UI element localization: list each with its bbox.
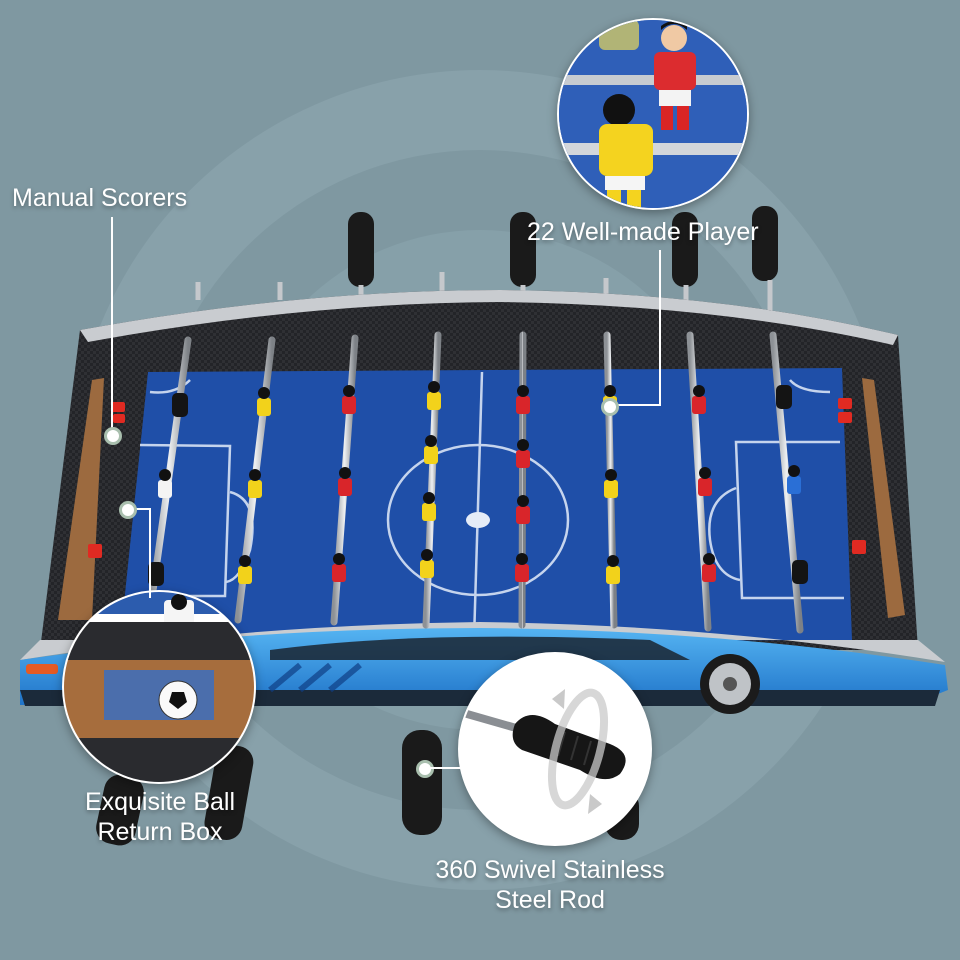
callout-manual-scorers-label: Manual Scorers — [12, 184, 188, 212]
playfield — [120, 368, 852, 642]
callout-ball-return-line1: Exquisite Ball — [84, 788, 236, 816]
callout-ball-return-line2: Return Box — [97, 818, 223, 846]
detail-ball-return-closeup — [62, 590, 256, 784]
callout-ball-return-line-vertical — [149, 508, 151, 598]
callout-swivel-rod-line1: 360 Swivel Stainless — [435, 856, 665, 884]
callout-swivel-rod-line — [430, 767, 460, 769]
bottom-handles — [96, 730, 639, 846]
callout-swivel-rod-label: 360 Swivel Stainless Steel Rod — [410, 855, 690, 915]
top-handles — [348, 206, 778, 287]
detail-players-closeup — [557, 18, 749, 210]
callout-swivel-rod-line2: Steel Rod — [495, 886, 605, 914]
callout-ball-return-label: Exquisite Ball Return Box — [70, 787, 250, 847]
callout-ball-return-dot — [119, 501, 137, 519]
detail-swivel-rod-closeup — [458, 652, 652, 846]
callout-players-line-horizontal — [612, 404, 661, 406]
callout-manual-scorers-line — [111, 217, 113, 429]
score-markers — [88, 398, 866, 558]
callout-swivel-rod-dot — [416, 760, 434, 778]
players-team-red — [332, 385, 801, 582]
callout-players-dot — [601, 398, 619, 416]
callout-players-label: 22 Well-made Player — [527, 218, 759, 246]
callout-manual-scorers-dot — [104, 427, 122, 445]
callout-players-line-vertical — [659, 250, 661, 406]
callout-ball-return-line-horizontal — [130, 508, 150, 510]
